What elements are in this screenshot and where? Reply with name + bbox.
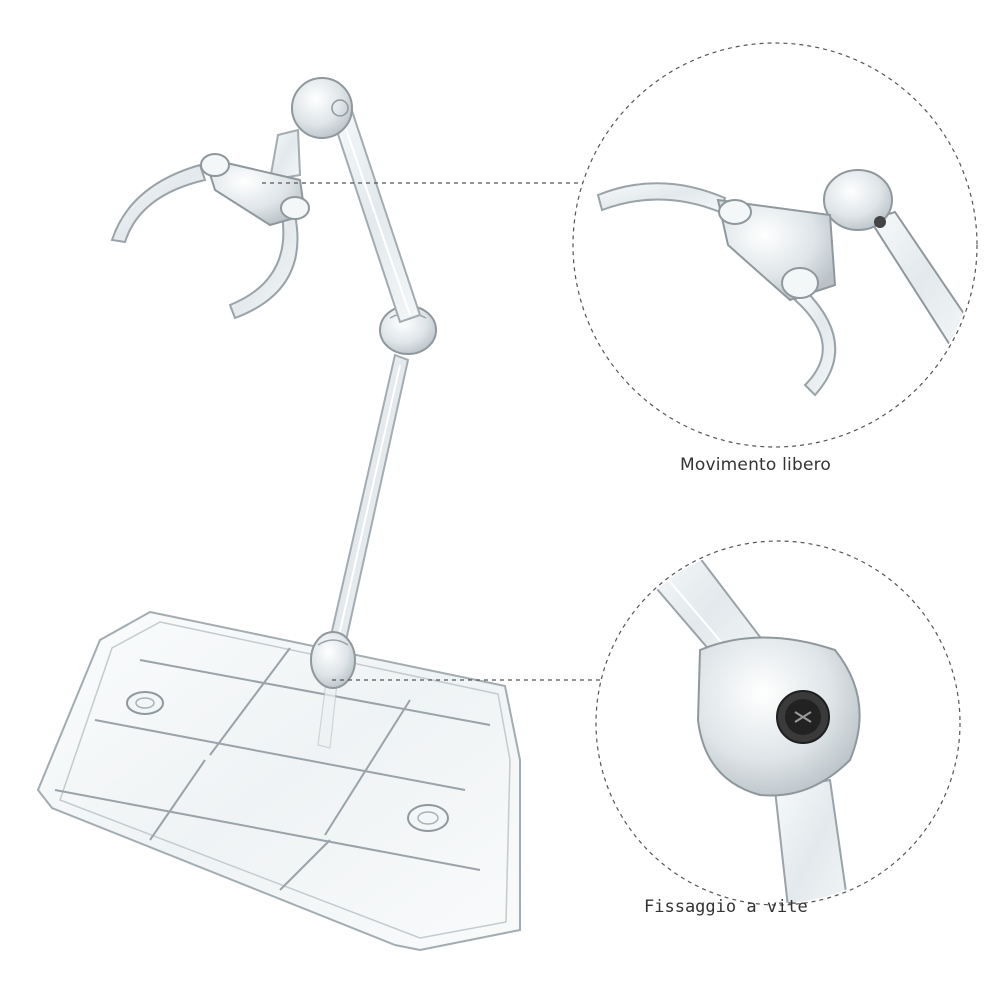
mounting-hole	[407, 804, 449, 832]
callout-lines	[262, 182, 604, 681]
caption-movimento-libero: Movimento libero	[680, 455, 832, 475]
mounting-hole	[126, 691, 164, 715]
top-joint	[268, 77, 353, 182]
claw-clip	[110, 153, 310, 320]
base-plate	[36, 610, 521, 952]
support-arm-upper	[328, 103, 422, 324]
base-joint	[310, 631, 356, 689]
detail-circle-bottom	[595, 540, 961, 906]
base-grid	[54, 647, 491, 891]
caption-fissaggio-a-vite: Fissaggio a vite	[644, 897, 808, 917]
detail-circle-top	[572, 42, 978, 448]
